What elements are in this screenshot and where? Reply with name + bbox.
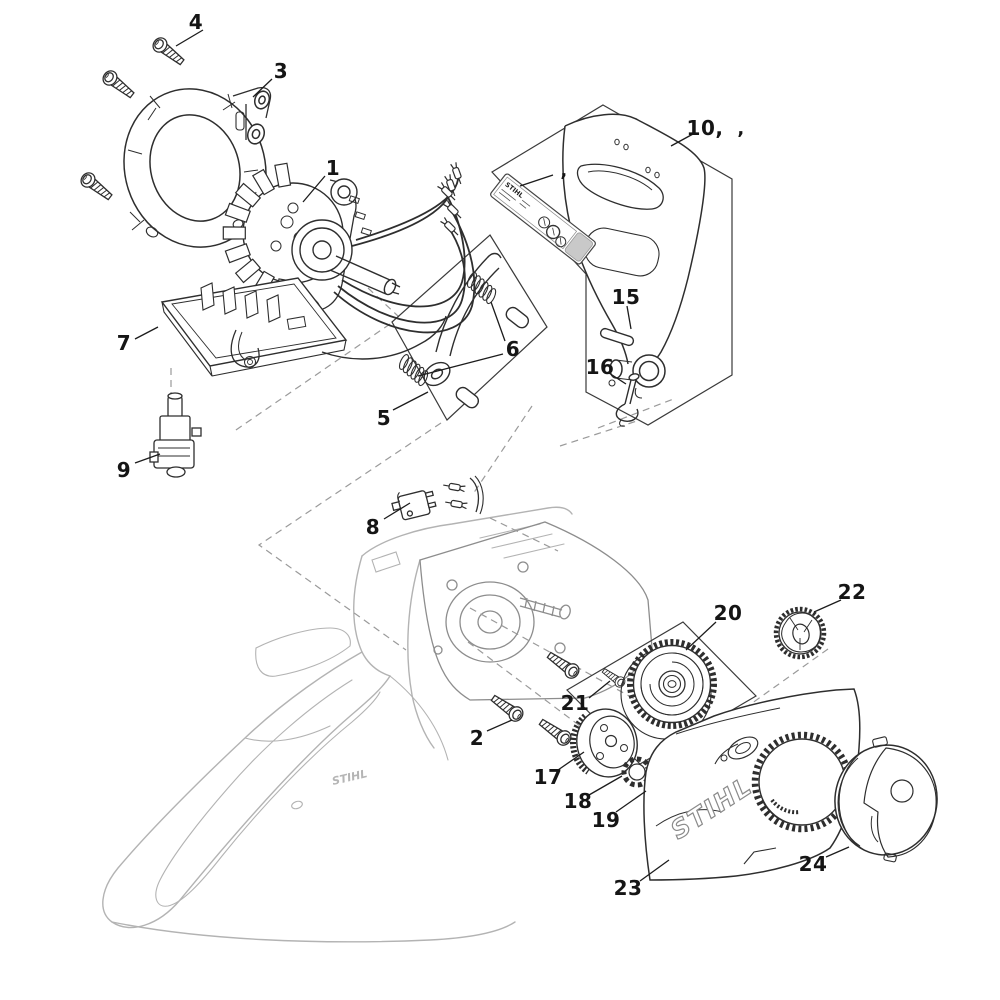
motor-wiring-harness — [321, 161, 476, 360]
callout-2: 2 — [469, 726, 485, 750]
callout-6: 6 — [505, 337, 521, 361]
switch-part9 — [149, 392, 202, 478]
callout-comma-a: , — [737, 118, 745, 140]
crankcase-drawing — [419, 521, 653, 701]
callout-5: 5 — [376, 406, 392, 430]
wing-nut-part22 — [773, 606, 827, 660]
callout-4: 4 — [188, 10, 204, 34]
callout-comma-b: , — [560, 160, 568, 182]
callout-1: 1 — [325, 156, 341, 180]
callout-16: 16 — [585, 355, 615, 379]
hand-guard-part10 — [562, 113, 706, 399]
box-part5 — [391, 234, 548, 421]
callout-10: 10, — [686, 116, 724, 140]
chainsaw-housing-drawing: STIHL — [102, 506, 573, 943]
tensioner-disc-part24 — [834, 736, 938, 863]
clip-part16 — [615, 373, 640, 427]
callout-15: 15 — [611, 285, 641, 309]
callout-18: 18 — [563, 789, 593, 813]
brake-band-part5-6 — [393, 252, 530, 409]
callout-3: 3 — [273, 59, 289, 83]
information-sticker: STIHL — [490, 173, 596, 265]
micro-switch-part8 — [391, 475, 484, 521]
callout-24: 24 — [798, 852, 828, 876]
callout-9: 9 — [116, 458, 132, 482]
callout-17: 17 — [533, 765, 563, 789]
callout-23: 23 — [613, 876, 643, 900]
callout-21: 21 — [560, 691, 590, 715]
callout-7: 7 — [116, 331, 132, 355]
clutch-drum-part17 — [570, 708, 638, 778]
housing-logo-text: STIHL — [331, 767, 369, 788]
callout-20: 20 — [713, 601, 743, 625]
callout-8: 8 — [365, 515, 381, 539]
pin-part15 — [599, 327, 635, 347]
circuit-board-part7 — [160, 277, 348, 377]
gear-part20 — [620, 639, 717, 740]
callout-19: 19 — [591, 808, 621, 832]
electric-motor-part1 — [222, 162, 401, 323]
callout-22: 22 — [837, 580, 867, 604]
callout-leader-lines — [134, 29, 850, 882]
